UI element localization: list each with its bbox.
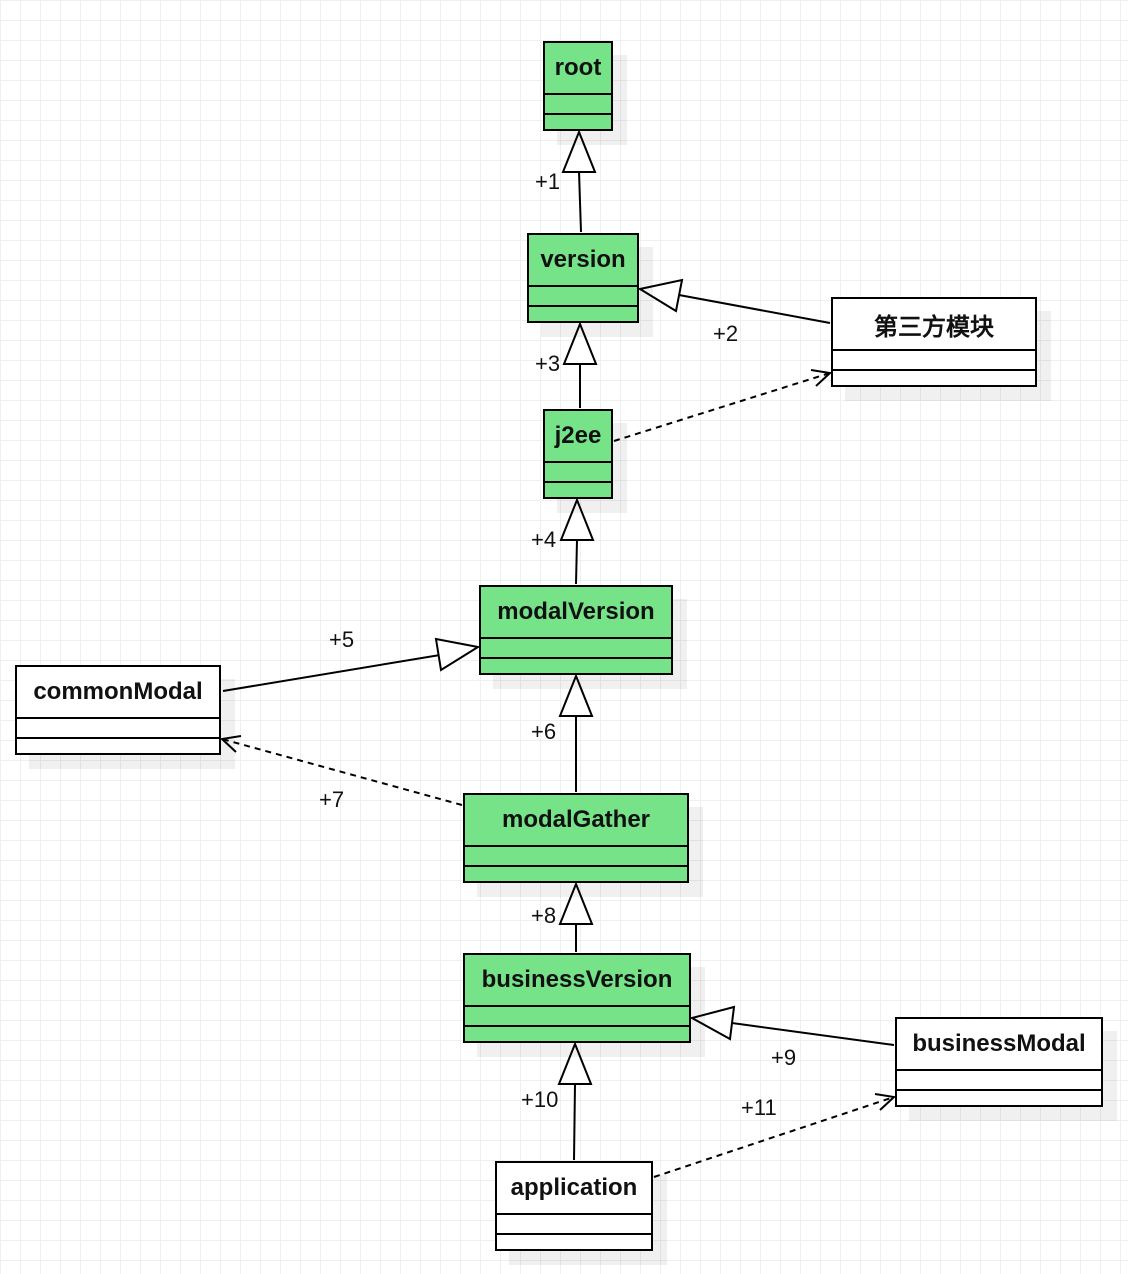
dependency-arrowhead-7: [219, 735, 242, 753]
class-version[interactable]: version: [527, 233, 639, 323]
class-business-modal[interactable]: businessModal: [895, 1017, 1103, 1107]
relation-label-8: +8: [531, 903, 557, 928]
class-root-name: root: [545, 43, 611, 95]
class-j2ee[interactable]: j2ee: [543, 409, 613, 499]
class-common-modal[interactable]: commonModal: [15, 665, 221, 755]
relation-label-3: +3: [535, 351, 561, 376]
class-third-party[interactable]: 第三方模块: [831, 297, 1037, 387]
relation-label-4: +4: [531, 527, 557, 552]
class-application[interactable]: application: [495, 1161, 653, 1251]
class-modal-version-name: modalVersion: [481, 587, 671, 639]
dependency-arrowhead-j2ee: [810, 369, 833, 387]
relation-line-10: [573, 1083, 576, 1161]
class-business-modal-attributes: [897, 1071, 1101, 1091]
class-root[interactable]: root: [543, 41, 613, 131]
class-j2ee-name: j2ee: [545, 411, 611, 463]
generalization-arrowhead-10: [557, 1041, 593, 1085]
generalization-arrowhead-1: [561, 129, 597, 173]
generalization-arrowhead-2: [637, 278, 684, 313]
class-version-operations: [529, 307, 637, 321]
class-modal-gather-name: modalGather: [465, 795, 687, 847]
dependency-arrowhead-11: [874, 1093, 897, 1111]
class-business-version[interactable]: businessVersion: [463, 953, 691, 1043]
relation-label-6: +6: [531, 719, 557, 744]
class-third-party-operations: [833, 371, 1035, 385]
relation-label-2: +2: [713, 321, 739, 346]
class-modal-gather-attributes: [465, 847, 687, 867]
class-application-operations: [497, 1235, 651, 1249]
class-j2ee-operations: [545, 483, 611, 497]
class-j2ee-attributes: [545, 463, 611, 483]
class-root-operations: [545, 115, 611, 129]
class-modal-gather[interactable]: modalGather: [463, 793, 689, 883]
relation-line-2: [678, 294, 831, 324]
class-common-modal-attributes: [17, 719, 219, 739]
relation-line-11: [653, 1096, 895, 1178]
relation-label-5: +5: [329, 627, 355, 652]
class-business-modal-operations: [897, 1091, 1101, 1105]
class-modal-version-operations: [481, 659, 671, 673]
class-third-party-attributes: [833, 351, 1035, 371]
generalization-arrowhead-5: [434, 637, 481, 672]
class-root-attributes: [545, 95, 611, 115]
class-modal-gather-operations: [465, 867, 687, 881]
class-application-attributes: [497, 1215, 651, 1235]
generalization-arrowhead-9: [689, 1005, 736, 1041]
class-version-name: version: [529, 235, 637, 287]
relation-line-7: [221, 738, 463, 806]
generalization-arrowhead-3: [562, 321, 598, 365]
class-business-modal-name: businessModal: [897, 1019, 1101, 1071]
relation-line-1: [578, 171, 582, 233]
relation-label-9: +9: [771, 1045, 797, 1070]
class-version-attributes: [529, 287, 637, 307]
relation-label-7: +7: [319, 787, 345, 812]
class-business-version-name: businessVersion: [465, 955, 689, 1007]
relation-line-4: [575, 539, 578, 585]
class-modal-version-attributes: [481, 639, 671, 659]
relation-label-11: +11: [741, 1095, 777, 1120]
relation-line-5: [222, 654, 441, 692]
class-common-modal-name: commonModal: [17, 667, 219, 719]
class-application-name: application: [497, 1163, 651, 1215]
generalization-arrowhead-4: [559, 497, 595, 541]
relation-label-10: +10: [521, 1087, 559, 1112]
class-business-version-operations: [465, 1027, 689, 1041]
generalization-arrowhead-8: [558, 881, 594, 925]
dependency-line-j2ee: [613, 372, 831, 442]
generalization-arrowhead-6: [558, 673, 594, 717]
class-third-party-name: 第三方模块: [833, 299, 1035, 351]
relation-label-1: +1: [535, 169, 561, 194]
class-business-version-attributes: [465, 1007, 689, 1027]
class-common-modal-operations: [17, 739, 219, 753]
class-modal-version[interactable]: modalVersion: [479, 585, 673, 675]
relation-line-9: [731, 1022, 895, 1046]
